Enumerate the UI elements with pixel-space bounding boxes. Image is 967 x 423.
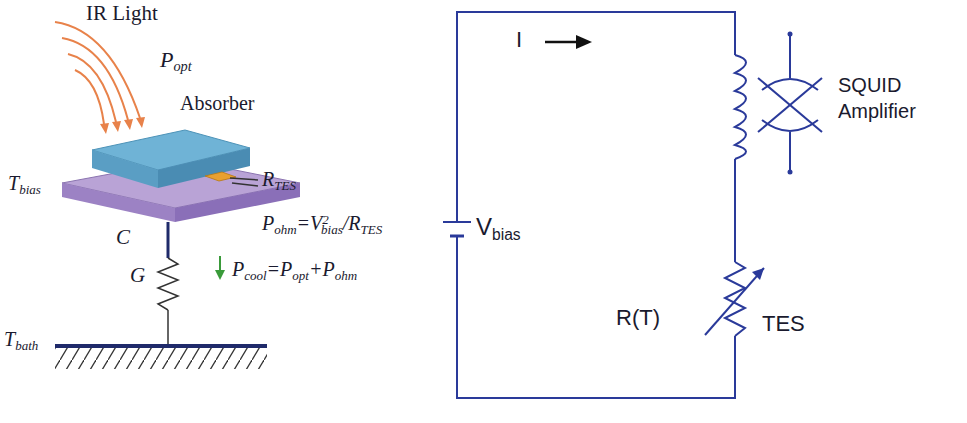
label-text: R(T) <box>616 305 660 330</box>
label-group: SQUID Amplifier <box>838 72 960 124</box>
label-text: /R <box>343 212 361 234</box>
label-group: Pcool=Popt+Pohm <box>232 258 357 283</box>
label-group: IR Light <box>86 2 158 25</box>
label-group: Pohm=V2bias/RTES <box>262 212 382 237</box>
label-text: R <box>262 168 274 190</box>
label-text: V <box>476 213 492 240</box>
label-group: I <box>516 28 522 52</box>
label-text: =P <box>267 258 293 280</box>
label-text: P <box>160 47 173 72</box>
label-group: Tbath <box>4 328 38 353</box>
subscript: TES <box>274 178 296 193</box>
label-text: TES <box>762 311 805 336</box>
subscript: bias <box>321 222 343 237</box>
label-text: P <box>232 258 244 280</box>
label-group: Absorber <box>180 92 254 114</box>
label-text: SQUID Amplifier <box>838 74 916 122</box>
label-text: +P <box>309 258 335 280</box>
label-group: Vbias <box>476 214 521 243</box>
label-text: IR Light <box>86 1 158 25</box>
label-text: G <box>130 263 145 287</box>
label-group: G <box>130 264 145 287</box>
label-text: T <box>4 328 15 350</box>
subscript: bias <box>492 226 521 243</box>
subscript: ohm <box>274 222 296 237</box>
label-text: Absorber <box>180 92 254 114</box>
subscript: bias <box>19 182 41 197</box>
label-text: =V <box>297 212 323 234</box>
subscript: bath <box>15 338 38 353</box>
label-group: R(T) <box>616 306 660 330</box>
label-text: I <box>516 27 522 52</box>
label-text: T <box>8 172 19 194</box>
label-text: P <box>262 212 274 234</box>
subscript: cool <box>244 268 266 283</box>
label-group: RTES <box>262 168 296 193</box>
subscript: TES <box>360 222 382 237</box>
label-group: C <box>116 226 130 249</box>
subscript: ohm <box>335 268 357 283</box>
label-group: Popt <box>160 48 192 75</box>
label-group: TES <box>762 312 805 336</box>
label-group: Tbias <box>8 172 41 197</box>
subscript: opt <box>173 58 191 74</box>
subscript: opt <box>292 268 309 283</box>
label-text: C <box>116 225 130 249</box>
